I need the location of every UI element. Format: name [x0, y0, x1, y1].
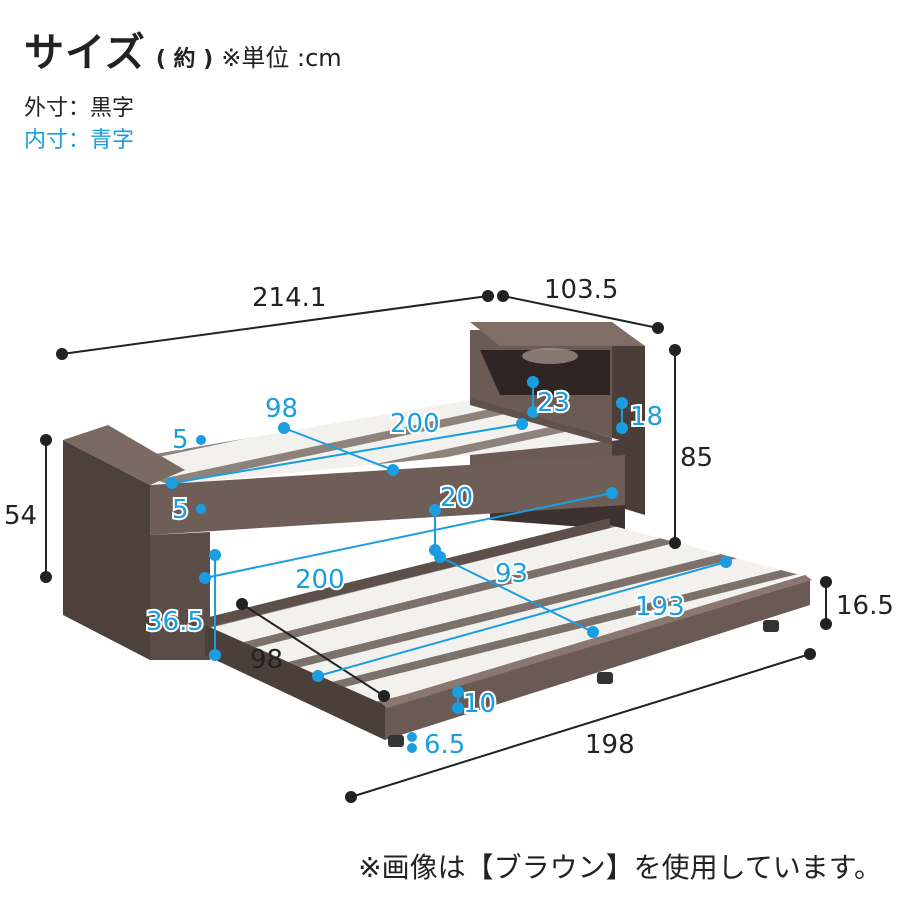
trundle-front-face [385, 580, 810, 740]
dim-inner-headboard-1: 23 [537, 388, 570, 418]
dim-inner-under-clearance: 20 [440, 483, 473, 513]
left-base-face [150, 532, 210, 660]
dim-outer-width: 214.1 [252, 283, 326, 313]
approx-label: ( 約 ) [155, 47, 214, 72]
headboard-shelf [470, 322, 645, 346]
trundle-slat-deck [205, 525, 800, 705]
header: サイズ ( 約 ) ※単位 :cm [24, 20, 342, 78]
footboard-top [63, 425, 185, 485]
dim-inner-headboard-2: 18 [630, 402, 663, 432]
footboard-face [63, 440, 150, 660]
dim-inner-trundle-width: 93 [495, 559, 528, 589]
main-bed [63, 322, 645, 660]
dim-inner-top-length: 200 [390, 409, 440, 439]
trundle-side-face [205, 625, 385, 740]
dim-inner-top-width: 98 [265, 394, 298, 424]
dim-inner-slat-gap-top: 5 [172, 425, 189, 455]
unit-note: ※単位 :cm [221, 44, 342, 72]
top-slat-deck [108, 400, 620, 485]
dim-inner-slat-gap-bottom: 5 [172, 495, 189, 525]
headboard-niche [480, 350, 610, 395]
dim-bed-height: 54 [4, 501, 37, 531]
front-frame-face [150, 455, 625, 535]
caster-1 [388, 735, 404, 747]
legend-outer: 外寸：黒字 [24, 96, 135, 121]
caster-2 [597, 672, 613, 684]
headboard-light [522, 348, 578, 364]
dim-trundle-height: 16.5 [836, 591, 894, 621]
trundle-bed [205, 518, 812, 747]
trundle-top-rim [380, 575, 812, 708]
outer-dimension-lines [40, 290, 832, 803]
dim-outer-depth: 103.5 [544, 275, 618, 305]
dim-inner-trundle-frame: 10 [463, 689, 496, 719]
trundle-rail-back [205, 518, 610, 628]
dim-inner-trundle-side: 36.5 [146, 607, 204, 637]
dim-inner-caster: 6.5 [424, 730, 465, 760]
dim-trundle-width: 98 [250, 645, 283, 675]
legend-inner: 内寸：青字 [24, 128, 135, 153]
inner-dimension-lines [166, 376, 732, 753]
dim-inner-trundle-length-upper: 200 [295, 565, 345, 595]
dim-trundle-length: 198 [585, 730, 635, 760]
footnote: ※画像は【ブラウン】を使用しています。 [358, 851, 882, 884]
dim-inner-trundle-length: 193 [635, 592, 685, 622]
caster-3 [763, 620, 779, 632]
page-title: サイズ [24, 30, 146, 76]
dim-outer-height: 85 [680, 443, 713, 473]
top-rail-right [470, 398, 612, 445]
